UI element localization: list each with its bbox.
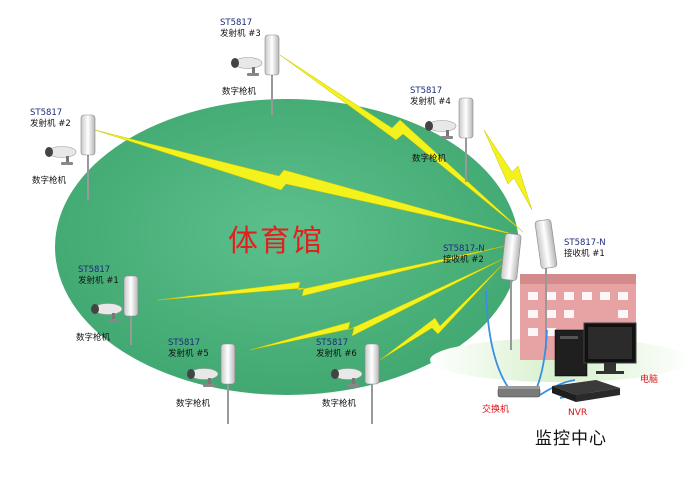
transmitter-3-camera: 数字枪机 [222,87,257,97]
transmitter-3 [230,34,280,115]
transmitter-1-model: ST5817 [78,265,111,275]
receiver-1-label: ST5817-N 接收机 #1 [564,238,606,260]
nvr-device [552,380,620,402]
switch-device [497,386,541,398]
transmitter-6 [330,343,380,424]
stadium-field [55,99,519,395]
receiver-2-name: 接收机 #2 [443,255,484,265]
transmitter-1-label: ST5817 发射机 #1 [78,265,119,287]
receiver-1-name: 接收机 #1 [564,249,605,259]
transmitter-4 [424,97,474,182]
receiver-1-model: ST5817-N [564,238,606,248]
transmitter-4-model: ST5817 [410,86,443,96]
transmitter-6-model: ST5817 [316,338,349,348]
transmitter-4-camera: 数字枪机 [412,154,447,164]
transmitter-4-label: ST5817 发射机 #4 [410,86,451,108]
transmitter-1-camera: 数字枪机 [76,333,111,343]
transmitter-2-name: 发射机 #2 [30,119,71,129]
transmitter-1 [90,275,139,345]
transmitter-2 [44,114,96,200]
receiver-2-model: ST5817-N [443,244,485,254]
transmitter-5 [186,343,236,424]
transmitter-6-label: ST5817 发射机 #6 [316,338,357,360]
monitoring-center-label: 监控中心 [535,429,607,449]
transmitter-2-label: ST5817 发射机 #2 [30,108,71,130]
transmitter-5-model: ST5817 [168,338,201,348]
computer-device [554,322,637,377]
transmitter-3-name: 发射机 #3 [220,29,261,39]
switch-label: 交换机 [482,405,510,415]
transmitter-4-name: 发射机 #4 [410,97,451,107]
link-tx4 [483,129,533,211]
transmitter-3-label: ST5817 发射机 #3 [220,18,261,40]
transmitter-5-name: 发射机 #5 [168,349,209,359]
venue-title: 体育馆 [228,224,324,259]
transmitter-2-camera: 数字枪机 [32,176,67,186]
transmitter-6-name: 发射机 #6 [316,349,357,359]
wireless-links [94,54,533,361]
link-tx3 [279,54,524,233]
transmitter-5-camera: 数字枪机 [176,399,211,409]
transmitter-5-label: ST5817 发射机 #5 [168,338,209,360]
transmitter-6-camera: 数字枪机 [322,399,357,409]
receiver-2-label: ST5817-N 接收机 #2 [443,244,485,266]
transmitter-3-model: ST5817 [220,18,253,28]
transmitter-2-model: ST5817 [30,108,63,118]
computer-label: 电脑 [640,375,659,385]
nvr-label: NVR [568,408,588,418]
receiver-2 [500,233,522,350]
transmitter-1-name: 发射机 #1 [78,276,119,286]
